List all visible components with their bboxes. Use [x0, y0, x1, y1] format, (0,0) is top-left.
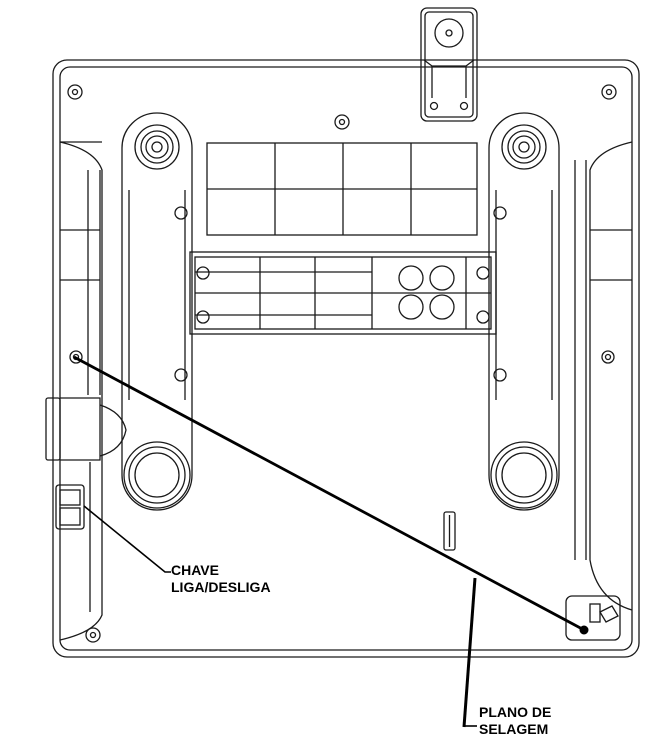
- seal-plug: [565, 595, 621, 641]
- switch-leader-line: [83, 505, 171, 573]
- left-side-wall: [59, 141, 103, 641]
- top-mounting-tab: [420, 7, 478, 122]
- seal-wire-end: [579, 625, 589, 635]
- corner-screws: [67, 84, 617, 643]
- right-side-wall: [574, 141, 633, 611]
- switch-label-line2: LIGA/DESLIGA: [171, 579, 271, 595]
- seal-label-line2: SELAGEM: [479, 721, 549, 737]
- seal-label-line1: PLANO DE: [479, 704, 552, 720]
- right-lever-arm: [488, 112, 560, 511]
- switch-callout-label: CHAVE LIGA/DESLIGA: [171, 562, 271, 596]
- left-lever-arm: [121, 112, 193, 511]
- switch-label-line1: CHAVE: [171, 562, 219, 578]
- base-outline: [52, 59, 640, 658]
- seal-callout-label: PLANO DE SELAGEM: [479, 704, 551, 738]
- switch-housing: [45, 397, 127, 530]
- seal-wire: [73, 355, 587, 633]
- upper-grid: [206, 142, 478, 236]
- seal-leader-line: [462, 577, 477, 728]
- center-slot: [443, 511, 456, 551]
- cross-frame: [189, 251, 497, 335]
